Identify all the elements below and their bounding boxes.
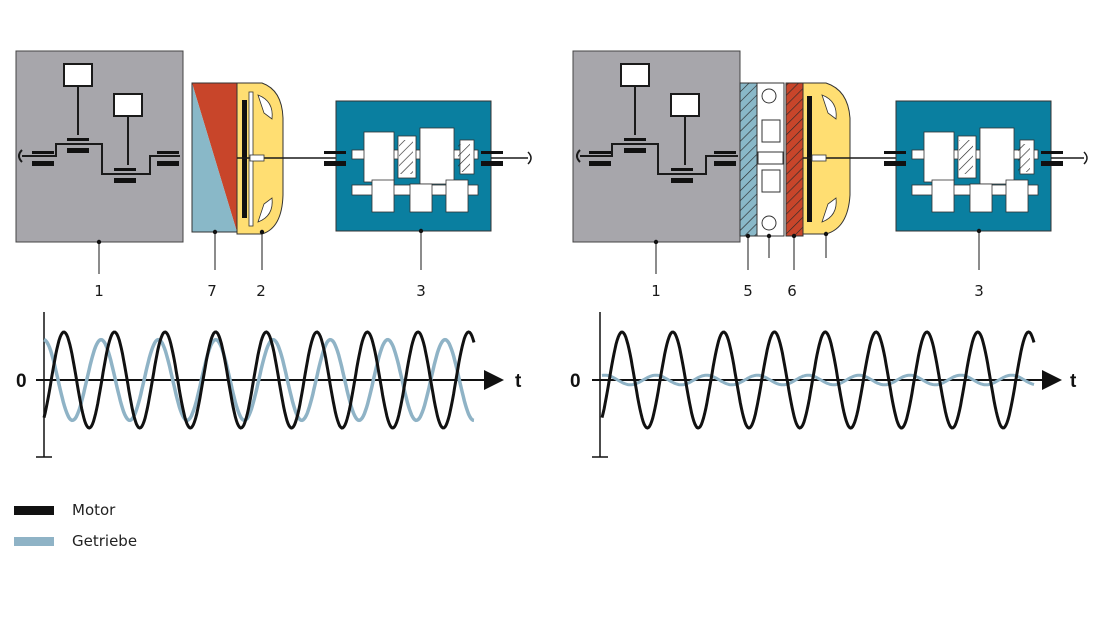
motor-curve xyxy=(600,330,1036,430)
left-schematic: 1 7 2 3 xyxy=(15,50,532,300)
zero-label: 0 xyxy=(570,371,581,392)
crankshaft-icon xyxy=(576,63,738,175)
gearbox-hatch xyxy=(959,140,1030,174)
engine-block xyxy=(15,50,184,243)
gearbox-hatch xyxy=(399,140,470,174)
left-plot: 0 t xyxy=(16,312,522,458)
shaft-bearing-marks xyxy=(884,151,1063,166)
label-7: 7 xyxy=(207,282,217,300)
label-2: 2 xyxy=(256,282,266,300)
bearing-marks xyxy=(589,138,736,183)
label-1: 1 xyxy=(94,282,104,300)
flywheel-blue xyxy=(192,83,237,232)
spring-damper-icon xyxy=(756,82,785,237)
label-5: 5 xyxy=(743,282,753,300)
engine-block xyxy=(572,50,741,243)
crankshaft-icon xyxy=(18,63,180,175)
label-3: 3 xyxy=(416,282,426,300)
time-label: t xyxy=(515,371,522,392)
label-3: 3 xyxy=(974,282,984,300)
time-label: t xyxy=(1070,371,1077,392)
getriebe-curve xyxy=(601,373,1035,387)
legend-label-getriebe: Getriebe xyxy=(72,532,138,550)
legend-swatch-motor xyxy=(14,505,54,515)
clutch-disc-icon xyxy=(807,94,837,223)
leader-lines xyxy=(655,231,980,274)
legend-getriebe: Getriebe xyxy=(14,532,137,550)
label-6: 6 xyxy=(787,282,797,300)
getriebe-curve xyxy=(43,337,475,423)
legend-motor: Motor xyxy=(14,501,115,519)
label-1: 1 xyxy=(651,282,661,300)
right-plot: 0 t xyxy=(570,312,1077,458)
right-schematic: 1 5 6 3 xyxy=(572,50,1088,300)
legend-label-motor: Motor xyxy=(72,501,116,519)
legend-swatch-getriebe xyxy=(14,536,54,546)
bearing-marks xyxy=(32,138,179,183)
zero-label: 0 xyxy=(16,371,27,392)
leader-lines xyxy=(98,231,422,274)
shaft-bearing-marks xyxy=(324,151,503,166)
motor-curve xyxy=(42,330,476,430)
